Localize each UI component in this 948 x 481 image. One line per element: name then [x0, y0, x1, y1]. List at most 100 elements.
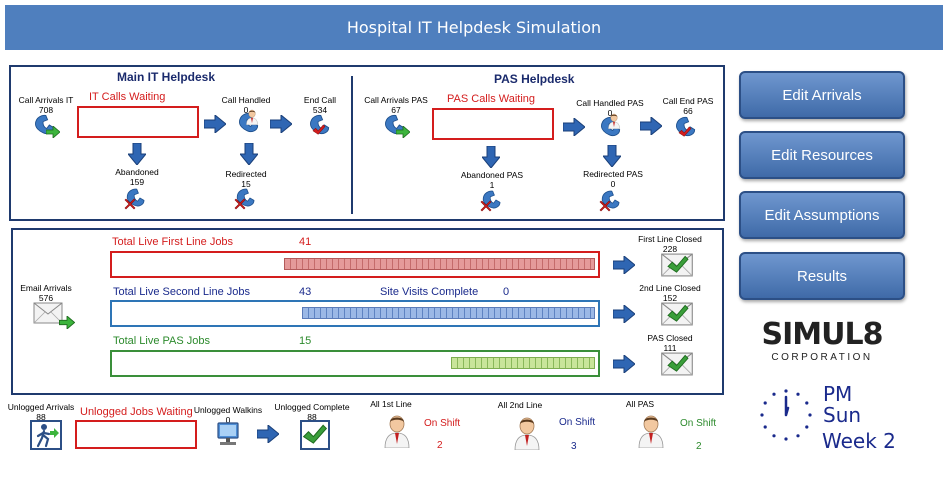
check-icon: [666, 304, 690, 324]
headset-person-icon: [245, 108, 259, 126]
it-call-handled: Call Handled 0: [218, 95, 274, 115]
second-line-value: 43: [299, 286, 312, 298]
arrow-right-icon: [613, 305, 635, 323]
staff-pas-count: 2: [696, 441, 702, 452]
arrow-right-icon: [640, 117, 662, 135]
app-title: Hospital IT Helpdesk Simulation: [346, 18, 602, 37]
it-calls-waiting-queue: [77, 106, 199, 138]
clock-period: PM: [823, 382, 853, 406]
first-line-value: 41: [299, 236, 312, 248]
pas-redirected-value: 0: [610, 179, 616, 189]
pas-jobs-value: 15: [299, 335, 312, 347]
call-flow-panel: [9, 65, 725, 221]
staff-1st-line-count: 2: [437, 440, 443, 451]
arrow-down-icon: [128, 143, 146, 165]
pas-call-arrivals: Call Arrivals PAS 67: [360, 95, 432, 115]
first-line-label: Total Live First Line Jobs: [112, 236, 234, 248]
arrival-arrow-icon: [46, 126, 60, 138]
person-icon: [512, 416, 542, 450]
clock-icon: [759, 388, 813, 442]
check-icon: [666, 354, 690, 374]
first-line-queue-fill: [284, 258, 595, 270]
staff-2nd-line-label: All 2nd Line: [497, 400, 543, 410]
check-icon: [678, 126, 692, 138]
brand-sub: CORPORATION: [771, 352, 873, 363]
person-icon: [382, 414, 412, 448]
pas-closed: PAS Closed 111: [644, 333, 696, 353]
panel-divider: [351, 76, 353, 214]
first-line-closed-value: 228: [662, 244, 678, 254]
pas-redirected: Redirected PAS 0: [579, 169, 647, 189]
arrow-down-icon: [603, 145, 621, 167]
it-abandoned-value: 159: [129, 177, 145, 187]
second-line-closed: 2nd Line Closed 152: [639, 283, 701, 303]
main-it-header: Main IT Helpdesk: [117, 70, 216, 84]
unlogged-walkins: Unlogged Walkins 0: [193, 405, 263, 425]
unlogged-complete: Unlogged Complete 88: [272, 402, 352, 422]
clock-text: PM Sun: [823, 384, 861, 426]
staff-pas-label: All PAS: [625, 399, 655, 409]
pas-call-handled-value: 0: [607, 108, 613, 118]
unlogged-walkins-value: 0: [225, 415, 231, 425]
pas-jobs-queue-fill: [451, 357, 595, 369]
pas-abandoned: Abandoned PAS 1: [460, 170, 524, 190]
staff-2nd-line-on-shift: On Shift: [559, 417, 596, 428]
pas-calls-waiting-label: PAS Calls Waiting: [447, 93, 536, 105]
staff-2nd-line-count: 3: [571, 441, 577, 452]
it-call-handled-value: 0: [243, 105, 249, 115]
title-bar: Hospital IT Helpdesk Simulation: [5, 5, 943, 50]
arrow-right-icon: [613, 355, 635, 373]
brand-name: SIMUL8: [761, 317, 884, 352]
check-icon: [312, 124, 326, 136]
arrival-arrow-icon: [396, 126, 410, 138]
staff-pas-on-shift: On Shift: [680, 418, 717, 429]
edit-resources-button[interactable]: Edit Resources: [739, 131, 905, 179]
it-call-arrivals-label: Call Arrivals IT 708: [15, 95, 77, 115]
pas-jobs-label: Total Live PAS Jobs: [113, 335, 211, 347]
pas-end-call: Call End PAS 66: [660, 96, 716, 116]
red-x-icon: [599, 200, 611, 212]
simul8-logo: SIMUL8 CORPORATION: [756, 318, 888, 372]
arrow-down-icon: [482, 146, 500, 168]
red-x-icon: [234, 198, 246, 210]
second-line-label: Total Live Second Line Jobs: [113, 286, 250, 298]
walking-person-icon: [30, 420, 62, 450]
check-box-icon: [300, 420, 330, 450]
email-arrivals-value: 576: [38, 293, 54, 303]
unlogged-arrivals-value: 88: [36, 412, 46, 422]
results-button[interactable]: Results: [739, 252, 905, 300]
pas-closed-value: 111: [663, 343, 677, 353]
it-abandoned: Abandoned 159: [110, 167, 164, 187]
pas-call-handled: Call Handled PAS 0: [574, 98, 646, 118]
clock-day: Sun: [823, 403, 862, 427]
site-visits-label: Site Visits Complete: [380, 286, 479, 298]
it-calls-waiting-label: IT Calls Waiting: [89, 91, 166, 103]
email-arrivals: Email Arrivals 576: [16, 283, 76, 303]
it-redirected-value: 15: [241, 179, 251, 189]
it-redirected: Redirected 15: [220, 169, 272, 189]
person-icon: [636, 414, 666, 448]
clock-week: Week 2: [822, 429, 896, 453]
site-visits-value: 0: [503, 286, 510, 298]
staff-1st-line-label: All 1st Line: [370, 399, 412, 409]
arrow-down-icon: [240, 143, 258, 165]
pas-call-arrivals-value: 67: [391, 105, 401, 115]
arrow-right-icon: [613, 256, 635, 274]
arrow-right-icon: [270, 115, 292, 133]
second-line-closed-value: 152: [662, 293, 678, 303]
edit-arrivals-button[interactable]: Edit Arrivals: [739, 71, 905, 119]
arrival-arrow-icon: [59, 316, 75, 329]
staff-1st-line-on-shift: On Shift: [424, 418, 461, 429]
arrow-right-icon: [204, 115, 226, 133]
check-icon: [666, 255, 690, 275]
pas-abandoned-value: 1: [489, 180, 495, 190]
unlogged-complete-value: 88: [307, 412, 317, 422]
pas-header: PAS Helpdesk: [494, 72, 575, 86]
edit-assumptions-button[interactable]: Edit Assumptions: [739, 191, 905, 239]
headset-person-icon: [607, 112, 621, 130]
red-x-icon: [124, 198, 136, 210]
computer-icon: [216, 422, 240, 448]
unlogged-arrivals: Unlogged Arrivals 88: [4, 402, 78, 422]
first-line-closed: First Line Closed 228: [636, 234, 704, 254]
arrow-right-icon: [563, 118, 585, 136]
